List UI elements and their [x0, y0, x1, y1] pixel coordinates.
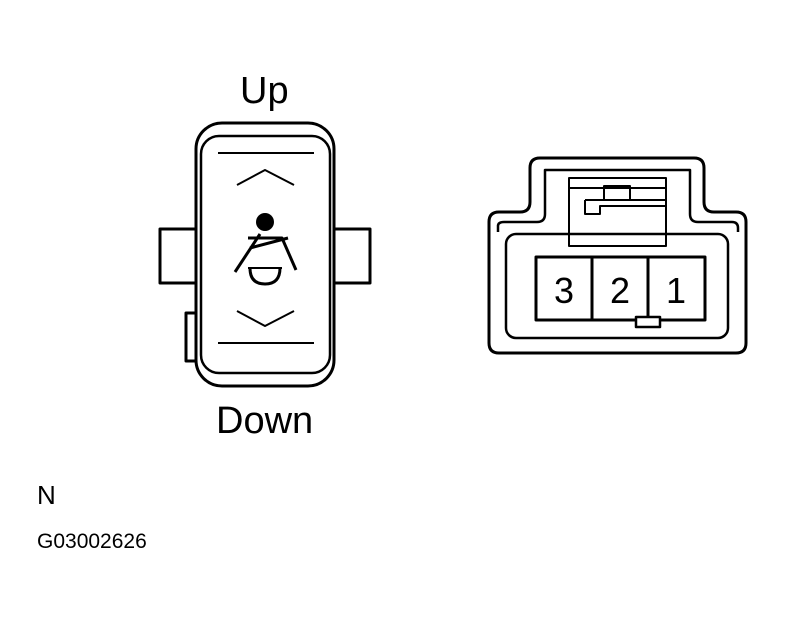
switch-body: [194, 121, 336, 388]
connector-housing: [487, 156, 748, 355]
up-label: Up: [240, 70, 289, 112]
switch-back-tab: [184, 311, 196, 363]
down-label: Down: [216, 400, 314, 442]
connector-terminals: 3 2 1: [534, 255, 707, 329]
view-label: N: [37, 480, 56, 510]
switch-right-tab: [334, 227, 372, 285]
chevron-up-icon: [236, 169, 295, 186]
terminal-label-1: 1: [666, 270, 686, 311]
connector-cavity: [504, 232, 730, 340]
connector: 3 2 1: [487, 156, 748, 355]
figure-code: G03002626: [37, 530, 147, 553]
terminal-label-3: 3: [554, 270, 574, 311]
connector-latch: [568, 177, 667, 247]
connector-key: [634, 315, 662, 329]
switch-face: [199, 134, 332, 375]
switch-left-tab: [158, 227, 196, 285]
seat-switch: [158, 121, 372, 388]
terminal-label-2: 2: [610, 270, 630, 311]
chevron-down-icon: [236, 310, 295, 327]
seatbelt-icon: [233, 213, 298, 286]
terminal-1: [646, 255, 707, 322]
connector-hump-inner: [496, 168, 740, 232]
